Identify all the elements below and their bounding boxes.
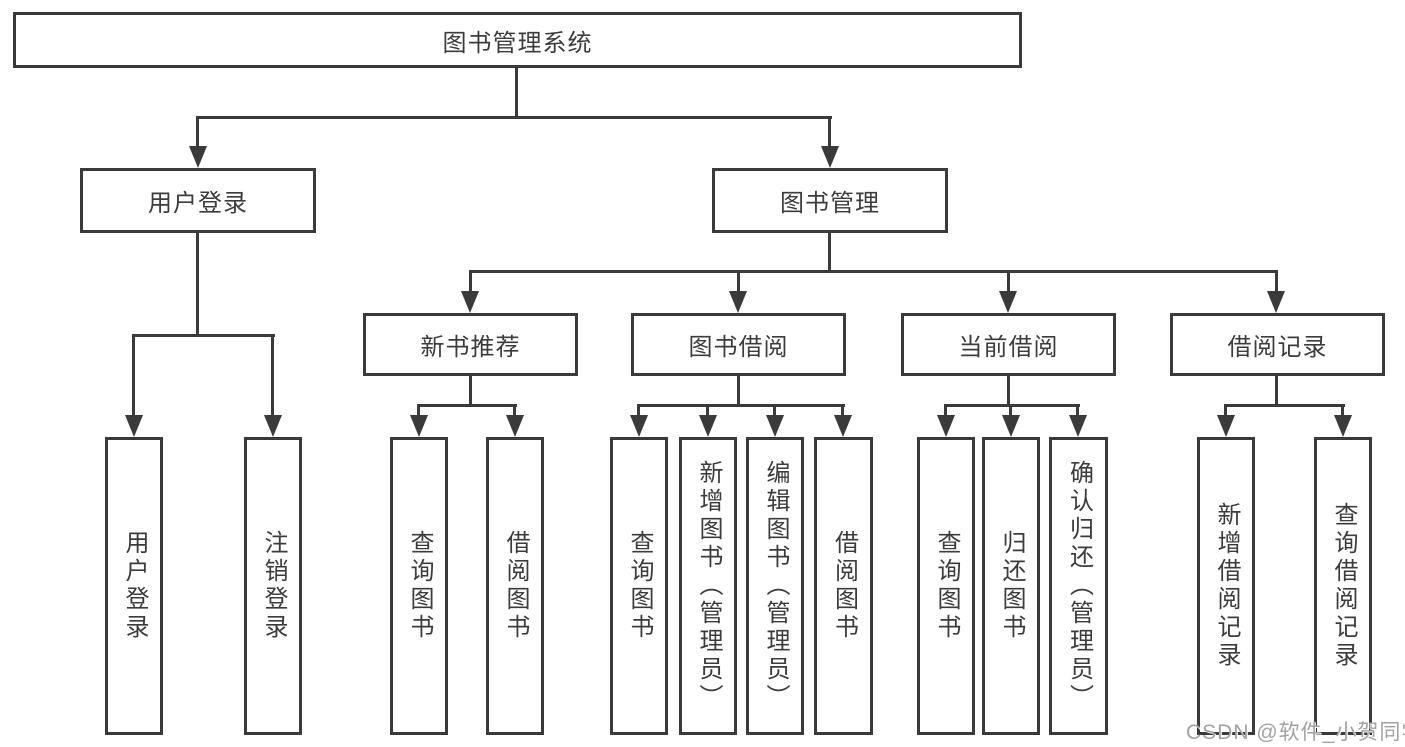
leaf-borrow-query-books-label: 查询图书 — [626, 530, 653, 642]
node-book-manage-label: 图书管理 — [780, 190, 880, 217]
connector-line — [196, 116, 832, 119]
leaf-current-confirm-return-admin: 确认归还（管理员） — [1049, 437, 1108, 735]
connector-line — [828, 118, 831, 150]
node-book-borrow: 图书借阅 — [631, 313, 846, 376]
down-arrowhead-icon — [461, 291, 479, 313]
connector-line — [132, 336, 135, 420]
leaf-current-confirm-return-admin-label: 确认归还（管理员） — [1065, 460, 1093, 712]
leaf-current-query-books-label: 查询图书 — [933, 530, 960, 642]
node-current-borrow: 当前借阅 — [901, 313, 1116, 376]
down-arrowhead-icon — [410, 415, 428, 437]
node-book-borrow-label: 图书借阅 — [688, 334, 789, 361]
down-arrowhead-icon — [1334, 415, 1352, 437]
leaf-recommend-borrow-books: 借阅图书 — [486, 437, 544, 735]
down-arrowhead-icon — [1002, 415, 1020, 437]
leaf-user-login: 用户登录 — [105, 437, 163, 735]
leaf-records-query-record-label: 查询借阅记录 — [1330, 502, 1357, 670]
down-arrowhead-icon — [821, 146, 839, 168]
down-arrowhead-icon — [999, 291, 1017, 313]
connector-line — [132, 334, 275, 337]
connector-line — [737, 376, 740, 407]
leaf-borrow-borrow-books-label: 借阅图书 — [830, 530, 858, 642]
connector-line — [841, 406, 844, 420]
down-arrowhead-icon — [1217, 415, 1235, 437]
down-arrowhead-icon — [125, 415, 143, 437]
node-current-borrow-label: 当前借阅 — [958, 334, 1059, 361]
connector-line — [469, 272, 472, 294]
node-book-manage: 图书管理 — [712, 168, 948, 233]
connector-line — [196, 233, 199, 336]
connector-line — [737, 272, 740, 294]
connector-line — [706, 406, 709, 420]
connector-line — [1341, 406, 1344, 420]
node-user-login: 用户登录 — [80, 168, 316, 233]
leaf-borrow-borrow-books: 借阅图书 — [814, 437, 873, 735]
leaf-current-return-books-label: 归还图书 — [998, 530, 1025, 642]
leaf-recommend-query-books-label: 查询图书 — [406, 530, 433, 642]
leaf-current-return-books: 归还图书 — [982, 437, 1040, 735]
down-arrowhead-icon — [766, 415, 784, 437]
node-new-book-recommend-label: 新书推荐 — [420, 334, 521, 361]
down-arrowhead-icon — [729, 291, 747, 313]
connector-line — [1076, 406, 1079, 420]
connector-line — [469, 376, 472, 407]
connector-line — [828, 233, 831, 273]
down-arrowhead-icon — [189, 146, 207, 168]
down-arrowhead-icon — [937, 415, 955, 437]
connector-line — [417, 404, 517, 407]
connector-line — [1007, 272, 1010, 294]
leaf-logout-label: 注销登录 — [260, 530, 287, 642]
node-borrow-records: 借阅记录 — [1170, 313, 1385, 376]
connector-line — [773, 406, 776, 420]
connector-line — [417, 406, 420, 420]
leaf-borrow-query-books: 查询图书 — [610, 437, 668, 735]
connector-line — [1275, 272, 1278, 294]
leaf-borrow-edit-books-admin: 编辑图书（管理员） — [746, 437, 804, 735]
connector-line — [1009, 406, 1012, 420]
leaf-borrow-add-books-admin: 新增图书（管理员） — [679, 437, 737, 735]
connector-line — [637, 404, 845, 407]
leaf-logout: 注销登录 — [244, 437, 302, 735]
connector-line — [944, 406, 947, 420]
connector-line — [944, 404, 1080, 407]
node-root-label: 图书管理系统 — [442, 29, 593, 57]
leaf-recommend-borrow-books-label: 借阅图书 — [502, 530, 529, 642]
leaf-records-query-record: 查询借阅记录 — [1314, 437, 1372, 735]
node-user-login-label: 用户登录 — [148, 190, 248, 217]
leaf-borrow-add-books-admin-label: 新增图书（管理员） — [695, 460, 722, 712]
connector-line — [515, 68, 518, 118]
connector-line — [469, 270, 1278, 273]
leaf-borrow-edit-books-admin-label: 编辑图书（管理员） — [762, 460, 789, 712]
node-borrow-records-label: 借阅记录 — [1227, 334, 1328, 361]
connector-line — [1007, 376, 1010, 407]
connector-line — [196, 118, 199, 150]
leaf-records-add-record-label: 新增借阅记录 — [1213, 502, 1240, 670]
csdn-watermark: CSDN @软件_小贺同学 — [1186, 721, 1405, 744]
leaf-recommend-query-books: 查询图书 — [390, 437, 448, 735]
leaf-current-query-books: 查询图书 — [917, 437, 975, 735]
leaf-user-login-label: 用户登录 — [121, 530, 148, 642]
connector-line — [513, 406, 516, 420]
down-arrowhead-icon — [630, 415, 648, 437]
connector-line — [1224, 406, 1227, 420]
leaf-records-add-record: 新增借阅记录 — [1197, 437, 1255, 735]
down-arrowhead-icon — [699, 415, 717, 437]
down-arrowhead-icon — [1267, 291, 1285, 313]
down-arrowhead-icon — [834, 415, 852, 437]
connector-line — [271, 336, 274, 420]
down-arrowhead-icon — [506, 415, 524, 437]
node-new-book-recommend: 新书推荐 — [363, 313, 578, 376]
connector-line — [1224, 404, 1345, 407]
down-arrowhead-icon — [264, 415, 282, 437]
connector-line — [1275, 376, 1278, 407]
node-root: 图书管理系统 — [13, 12, 1022, 68]
connector-line — [637, 406, 640, 420]
down-arrowhead-icon — [1069, 415, 1087, 437]
